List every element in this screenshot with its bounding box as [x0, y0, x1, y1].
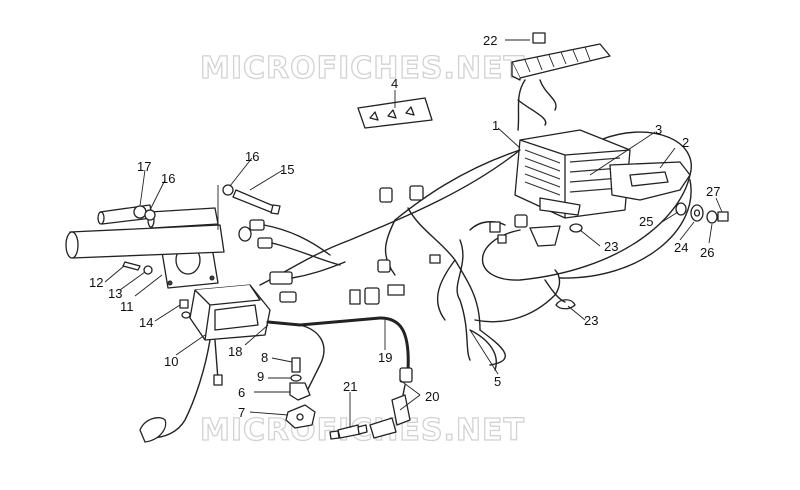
harness-branch-b [407, 207, 481, 331]
callout-8: 8 [261, 350, 268, 365]
plug-cap [369, 384, 411, 439]
callout-20: 20 [425, 389, 439, 404]
left-connectors [249, 219, 346, 303]
hose-clamps [544, 223, 583, 310]
fusebox-wire [517, 79, 526, 131]
hardware-right [675, 202, 729, 224]
main-loop-wire [394, 131, 692, 281]
callout-5: 5 [494, 374, 501, 389]
coil-hardware [179, 299, 191, 319]
ecu-unit [514, 129, 631, 219]
spark-cap-upper [399, 367, 413, 383]
callout-21: 21 [343, 379, 357, 394]
callout-4: 4 [391, 76, 398, 91]
harness-main [259, 149, 521, 286]
connector-block [357, 97, 433, 129]
harness-branch-e [479, 329, 506, 366]
harness-branch-f [469, 221, 506, 231]
lower-left-hardware [122, 261, 153, 275]
mounting-bracket [609, 161, 691, 201]
harness-branch-g [456, 239, 471, 361]
callout-12: 12 [89, 275, 103, 290]
callout-19: 19 [378, 350, 392, 365]
callout-24: 24 [674, 240, 688, 255]
callout-23-upper: 23 [604, 239, 618, 254]
callout-27: 27 [706, 184, 720, 199]
callout-26: 26 [700, 245, 714, 260]
callout-25: 25 [639, 214, 653, 229]
fuse-box [511, 32, 611, 81]
callout-17: 17 [137, 159, 151, 174]
ground-lug [139, 417, 167, 443]
harness-branch-d [474, 269, 561, 323]
callout-23-lower: 23 [584, 313, 598, 328]
intake-tubes [65, 204, 252, 259]
callout-11: 11 [120, 299, 134, 314]
callout-16-left: 16 [161, 171, 175, 186]
callout-16-right: 16 [245, 149, 259, 164]
callout-7: 7 [238, 405, 245, 420]
coil-ground-wire [149, 339, 211, 439]
watermark-top: MICROFICHES.NET [200, 51, 525, 86]
callout-13: 13 [108, 286, 122, 301]
sensor-assembly [285, 357, 316, 429]
right-loop-wire [559, 179, 692, 279]
callout-22: 22 [483, 33, 497, 48]
harness-connectors [349, 185, 561, 305]
callout-15: 15 [280, 162, 294, 177]
callout-3: 3 [655, 122, 662, 137]
coil-unit [189, 284, 271, 341]
upper-left-hardware [133, 184, 281, 230]
callout-9: 9 [257, 369, 264, 384]
callout-1: 1 [492, 118, 499, 133]
callout-2: 2 [682, 135, 689, 150]
callout-10: 10 [164, 354, 178, 369]
harness-branch-c [436, 259, 456, 321]
coil-cable [266, 316, 410, 372]
harness-branch-a [384, 219, 396, 276]
harness-tail [469, 329, 497, 371]
callout-18: 18 [228, 344, 242, 359]
callout-14: 14 [139, 315, 153, 330]
fusebox-wire-2 [539, 79, 557, 111]
fusebox-wire-3 [517, 99, 547, 126]
callout-6: 6 [238, 385, 245, 400]
leader-lines [104, 39, 723, 428]
callout-labels: 1 2 3 4 5 6 7 8 9 10 11 12 13 14 15 16 1… [89, 33, 720, 420]
coil-wire-2 [214, 339, 219, 381]
spark-plug [329, 424, 368, 440]
wire-terminal [213, 374, 223, 386]
